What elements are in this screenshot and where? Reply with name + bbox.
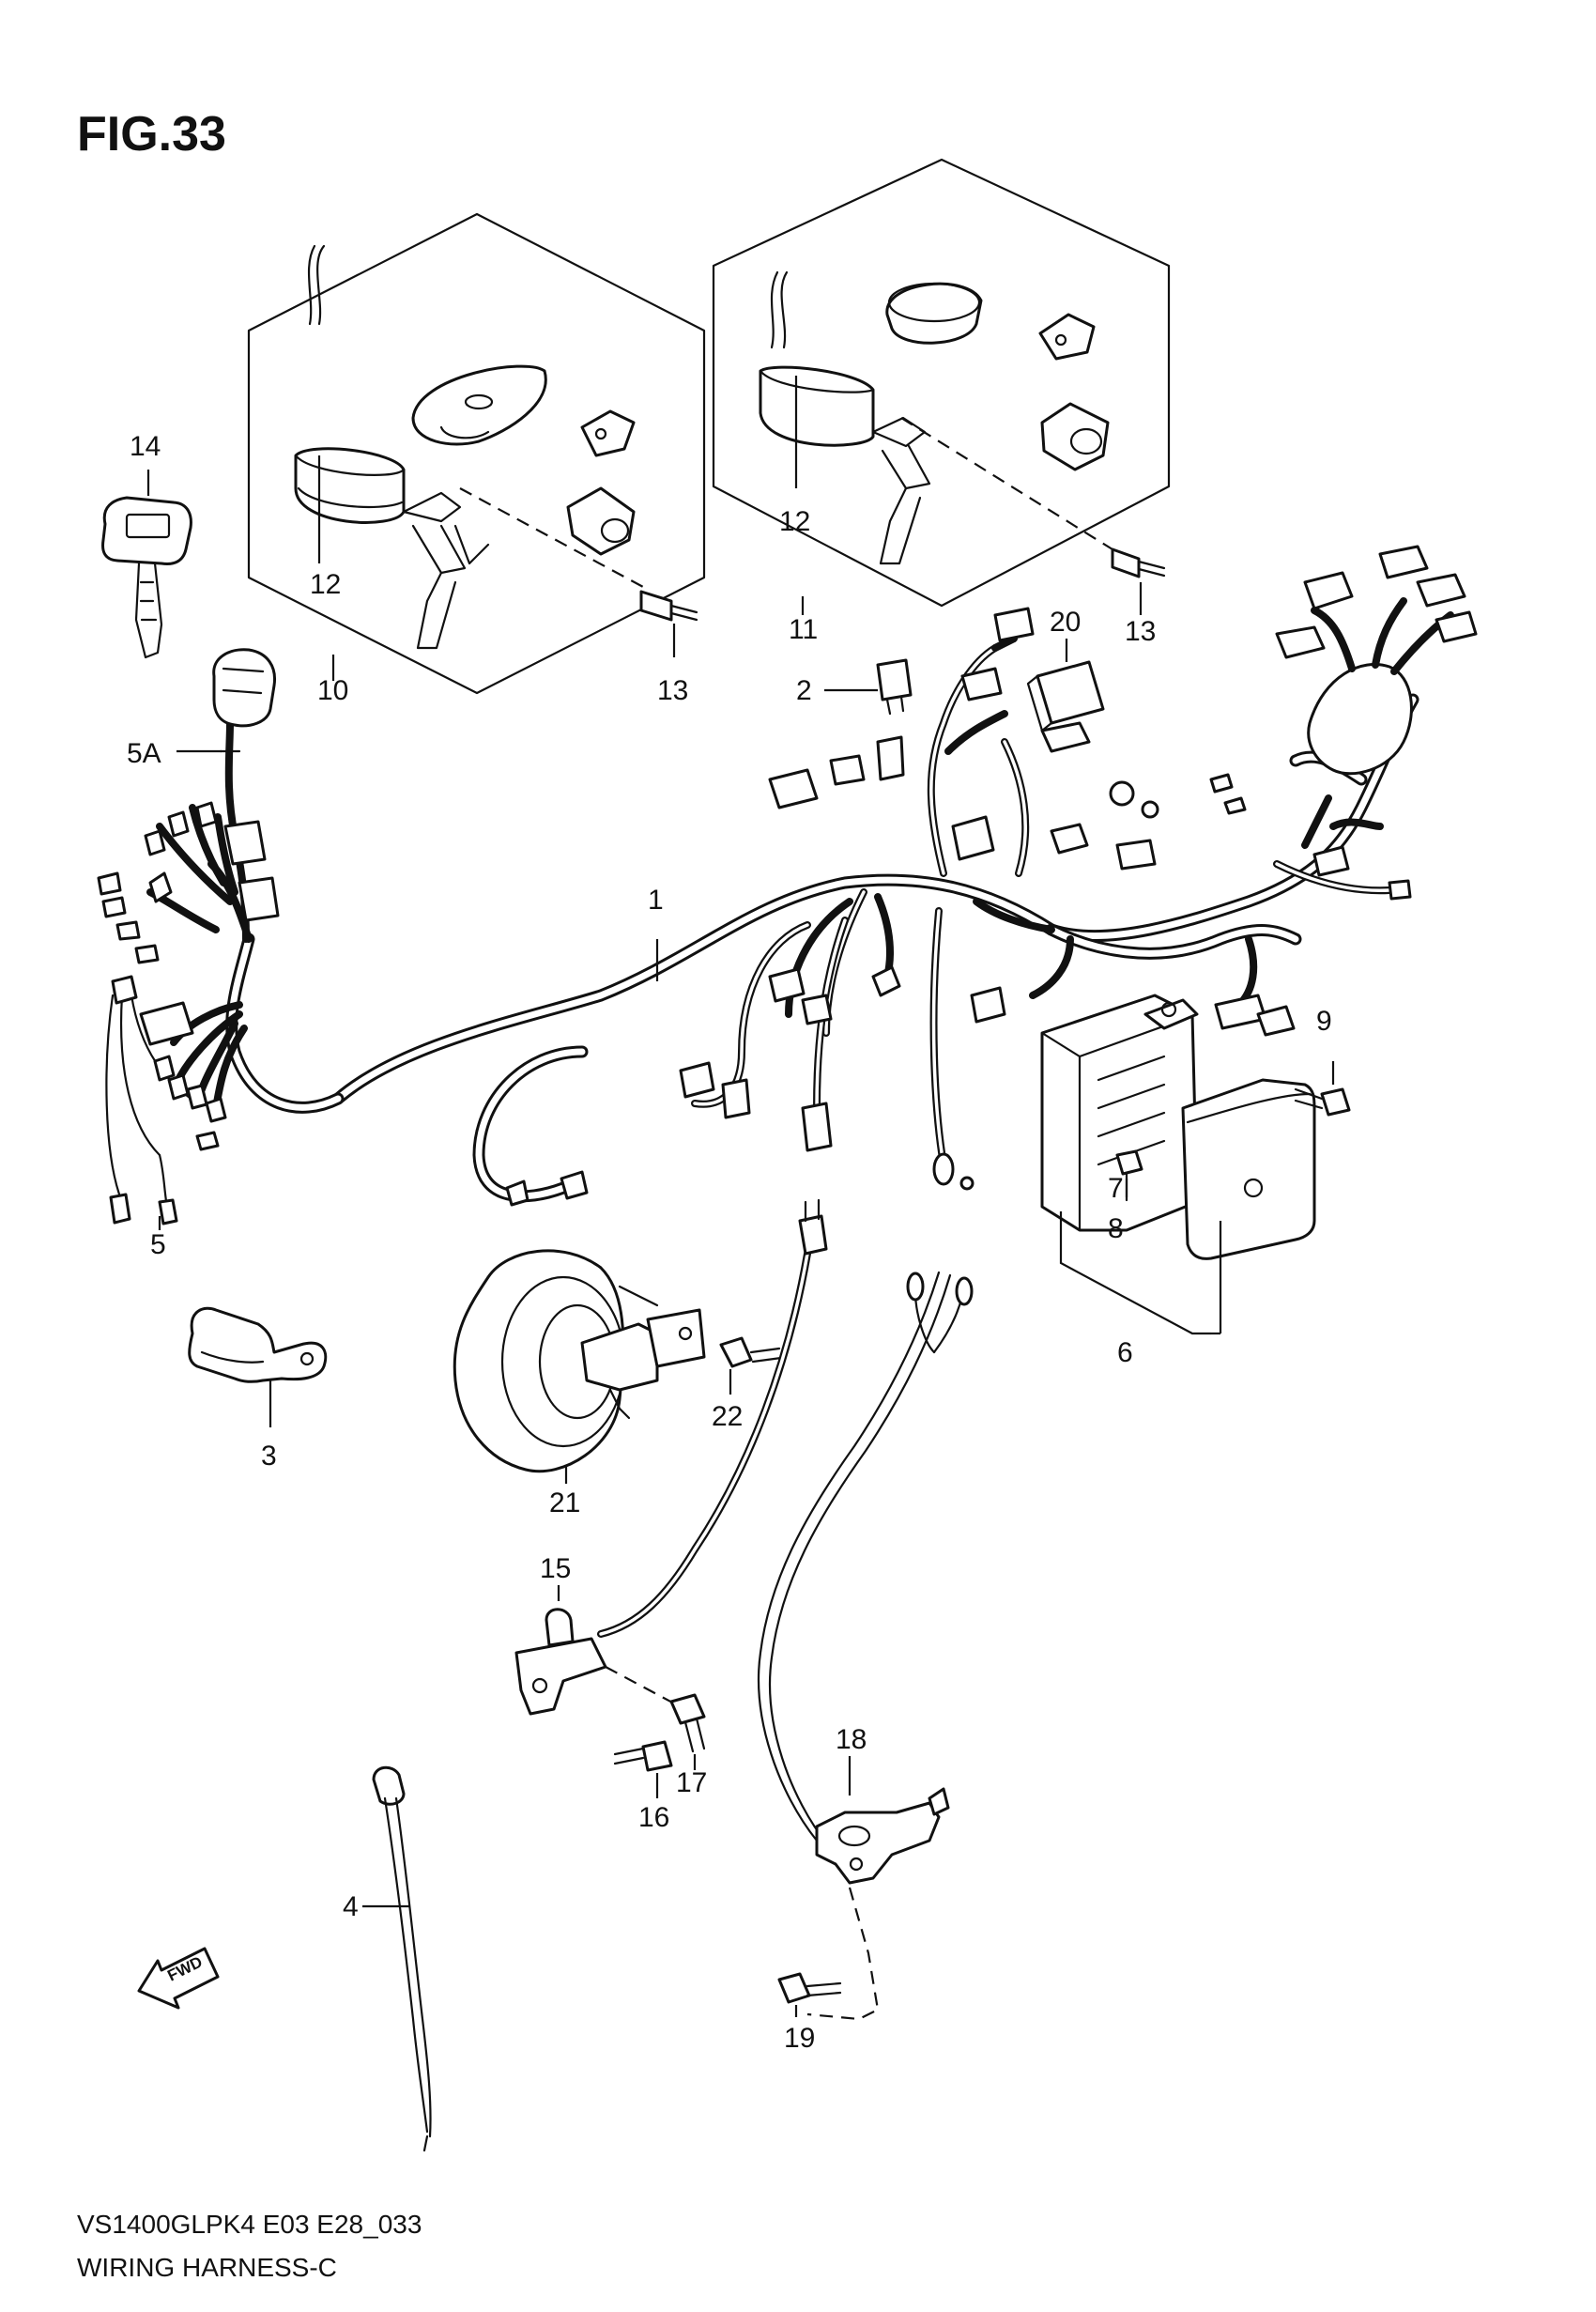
callout-7: 7 [1108, 1173, 1124, 1204]
callout-labels: 1 2 3 4 5 5A 6 7 8 9 10 11 12 12 13 13 1… [127, 431, 1332, 2054]
callout-3: 3 [261, 1441, 277, 1472]
callout-20: 20 [1050, 607, 1081, 638]
ignition-switch-kit-a [247, 212, 706, 695]
key-14 [101, 470, 192, 659]
bolt-22 [719, 1336, 783, 1395]
footer-diagram-name: WIRING HARNESS-C [77, 2253, 337, 2282]
callout-10: 10 [317, 675, 348, 706]
callout-16: 16 [638, 1802, 669, 1833]
relay-20 [1026, 639, 1105, 753]
callout-2: 2 [796, 675, 812, 706]
callout-4: 4 [343, 1891, 359, 1922]
screw-16 [613, 1740, 673, 1798]
fwd-arrow: FWD [137, 1947, 220, 2010]
harness-connectors [505, 545, 1478, 1207]
screw-17 [669, 1693, 706, 1770]
callout-17: 17 [676, 1767, 707, 1798]
screw-13-a [639, 590, 698, 657]
callout-22: 22 [712, 1401, 743, 1432]
callout-12-a: 12 [310, 569, 341, 600]
fuse-2 [824, 658, 913, 716]
callout-6: 6 [1117, 1337, 1133, 1368]
callout-1: 1 [648, 885, 664, 916]
callout-5: 5 [150, 1229, 166, 1260]
figure-title: FIG.33 [77, 107, 226, 162]
main-wiring-harness [225, 597, 1454, 1203]
ignition-switch-kit-b [712, 158, 1171, 608]
callout-21: 21 [549, 1487, 580, 1518]
sensor-18 [757, 1271, 974, 2021]
callout-9: 9 [1316, 1006, 1332, 1037]
callout-15: 15 [540, 1553, 571, 1584]
callout-19: 19 [784, 2023, 815, 2054]
callout-18: 18 [836, 1724, 867, 1755]
switch-15 [514, 1198, 828, 1716]
callout-5a: 5A [127, 738, 161, 769]
sub-harness-5 [97, 648, 280, 1230]
callout-12-b: 12 [779, 506, 810, 537]
footer-part-code: VS1400GLPK4 E03 E28_033 [77, 2210, 422, 2239]
cable-tie-4 [362, 1765, 432, 2152]
callout-13-a: 13 [657, 675, 688, 706]
screw-13-b [1111, 547, 1166, 615]
regulator-6 [1040, 994, 1351, 1335]
bracket-3 [188, 1306, 328, 1427]
callout-13-b: 13 [1125, 616, 1156, 647]
callout-14: 14 [130, 431, 161, 462]
callout-8: 8 [1108, 1213, 1124, 1244]
callout-11: 11 [789, 614, 818, 645]
horn-21 [453, 1249, 706, 1484]
bolt-19 [777, 1972, 842, 2017]
